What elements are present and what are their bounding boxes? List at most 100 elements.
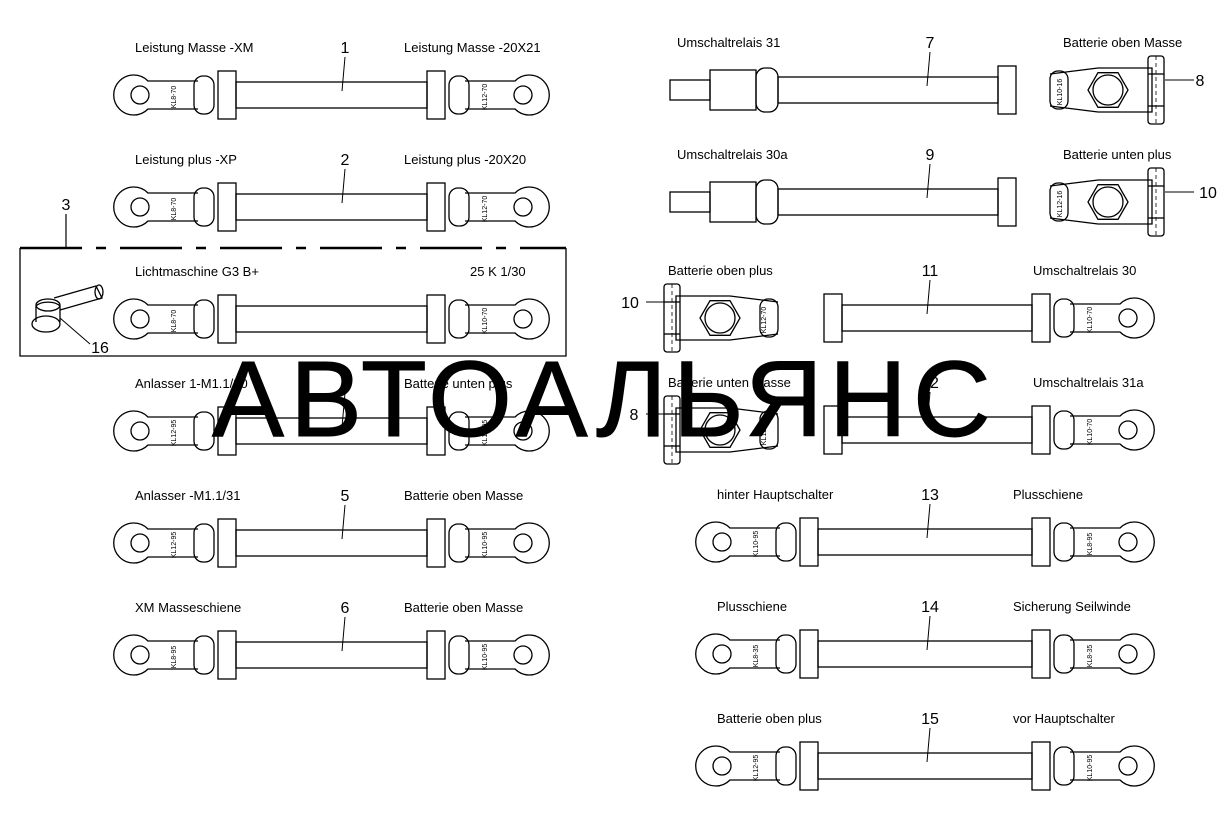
right-ring-lug (465, 522, 550, 564)
left-heat-shrink-sleeve (217, 182, 237, 232)
left-heat-shrink-sleeve (217, 518, 237, 568)
cable-body (817, 640, 1033, 668)
left-crimp-collar (193, 411, 215, 451)
right-crimp-collar (448, 635, 470, 675)
left-crimp-collar (193, 299, 215, 339)
cable-number: 14 (921, 599, 939, 616)
left-ring-lug (695, 521, 780, 563)
right-ring-lug (1070, 633, 1155, 675)
right-clamp-code: KL12-16 (1057, 191, 1064, 218)
left-end-label: Batterie unten Masse (668, 375, 791, 390)
left-lug-code: KL8-70 (171, 198, 178, 221)
right-lug-code: KL10-95 (1087, 755, 1094, 782)
left-crimp-collar (193, 523, 215, 563)
right-lug-code: KL12-95 (482, 420, 489, 447)
left-end-label: Umschaltrelais 30a (677, 147, 788, 162)
left-crimp-collar (775, 746, 797, 786)
left-end-label: Anlasser 1-M1.1/30 (135, 376, 248, 391)
left-end-label: Umschaltrelais 31 (677, 35, 780, 50)
right-ring-lug (465, 74, 550, 116)
right-end-label: Leistung plus -20X20 (404, 152, 526, 167)
left-crimp-collar (775, 522, 797, 562)
right-lug-code: KL8-95 (1087, 533, 1094, 556)
right-heat-shrink-sleeve (997, 177, 1017, 227)
callout-number: 10 (1199, 185, 1217, 202)
left-clamp-hex-nut (699, 300, 741, 336)
left-ring-lug (695, 633, 780, 675)
right-end-label: Plusschiene (1013, 487, 1083, 502)
left-heat-shrink-sleeve (217, 630, 237, 680)
cable-body (777, 188, 999, 216)
right-clamp-body (1049, 67, 1153, 113)
left-clamp-bolt (704, 414, 736, 446)
left-end-label: XM Masseschiene (135, 600, 241, 615)
left-heat-shrink-sleeve (799, 629, 819, 679)
right-lug-hole (513, 645, 533, 665)
callout-number: 8 (630, 407, 639, 424)
cable-number: 11 (922, 263, 939, 280)
right-lug-hole (1118, 644, 1138, 664)
right-crimp-collar (448, 75, 470, 115)
right-lug-hole (513, 421, 533, 441)
cable-body (841, 304, 1033, 332)
right-ring-lug (1070, 745, 1155, 787)
right-end-label: vor Hauptschalter (1013, 711, 1116, 726)
left-clamp-body (675, 295, 779, 341)
right-lug-code: KL10-70 (1087, 419, 1094, 446)
cable-number-leader (341, 504, 346, 540)
callout-16: 16 (91, 340, 109, 357)
cable-body (841, 416, 1033, 444)
left-clamp-hex-nut (699, 412, 741, 448)
right-lug-code: KL12-70 (482, 196, 489, 223)
right-ring-lug (465, 634, 550, 676)
callout-group: 8 (630, 407, 676, 424)
left-crimp-collar (755, 67, 779, 113)
left-lug-code: KL12-95 (753, 755, 760, 782)
left-lug-hole (130, 309, 150, 329)
cable-body (235, 417, 428, 445)
left-crimp-collar (193, 635, 215, 675)
left-ring-lug (113, 522, 198, 564)
right-heat-shrink-sleeve (1031, 517, 1051, 567)
left-lug-code: KL10-95 (753, 531, 760, 558)
left-clamp-code: KL12-70 (761, 419, 768, 446)
right-crimp-collar (1053, 746, 1075, 786)
left-ring-lug (113, 74, 198, 116)
right-end-label: Umschaltrelais 31a (1033, 375, 1144, 390)
right-heat-shrink-sleeve (1031, 629, 1051, 679)
callout-3: 3 (62, 197, 71, 214)
right-heat-shrink-sleeve (426, 182, 446, 232)
left-crimp-collar (193, 187, 215, 227)
right-end-label: Batterie oben Masse (404, 600, 523, 615)
right-lug-code: KL8-35 (1087, 645, 1094, 668)
right-end-label: Batterie oben Masse (1063, 35, 1182, 50)
left-bare-conductor (669, 191, 711, 213)
right-lug-hole (1118, 308, 1138, 328)
right-crimp-collar (1053, 522, 1075, 562)
cable-number-leader (341, 392, 346, 428)
left-end-label: Batterie oben plus (717, 711, 822, 726)
left-lug-hole (130, 421, 150, 441)
left-lug-hole (130, 533, 150, 553)
left-end-label: Plusschiene (717, 599, 787, 614)
cap-spout (53, 285, 103, 311)
cable-number-leader (926, 163, 931, 199)
left-crimp-collar (759, 410, 779, 450)
right-end-label: Batterie unten plus (1063, 147, 1172, 162)
left-lug-hole (712, 756, 732, 776)
cable-number-leader (926, 727, 931, 763)
left-ring-lug (113, 298, 198, 340)
right-clamp-hex-nut (1087, 184, 1129, 220)
left-lug-hole (130, 645, 150, 665)
detail-box-frame (19, 248, 567, 357)
right-crimp-collar (448, 187, 470, 227)
right-lug-hole (1118, 756, 1138, 776)
callout-number: 10 (621, 295, 639, 312)
left-ring-lug (113, 410, 198, 452)
left-clamp-bolt (704, 302, 736, 334)
cable-number-leader (926, 279, 931, 315)
